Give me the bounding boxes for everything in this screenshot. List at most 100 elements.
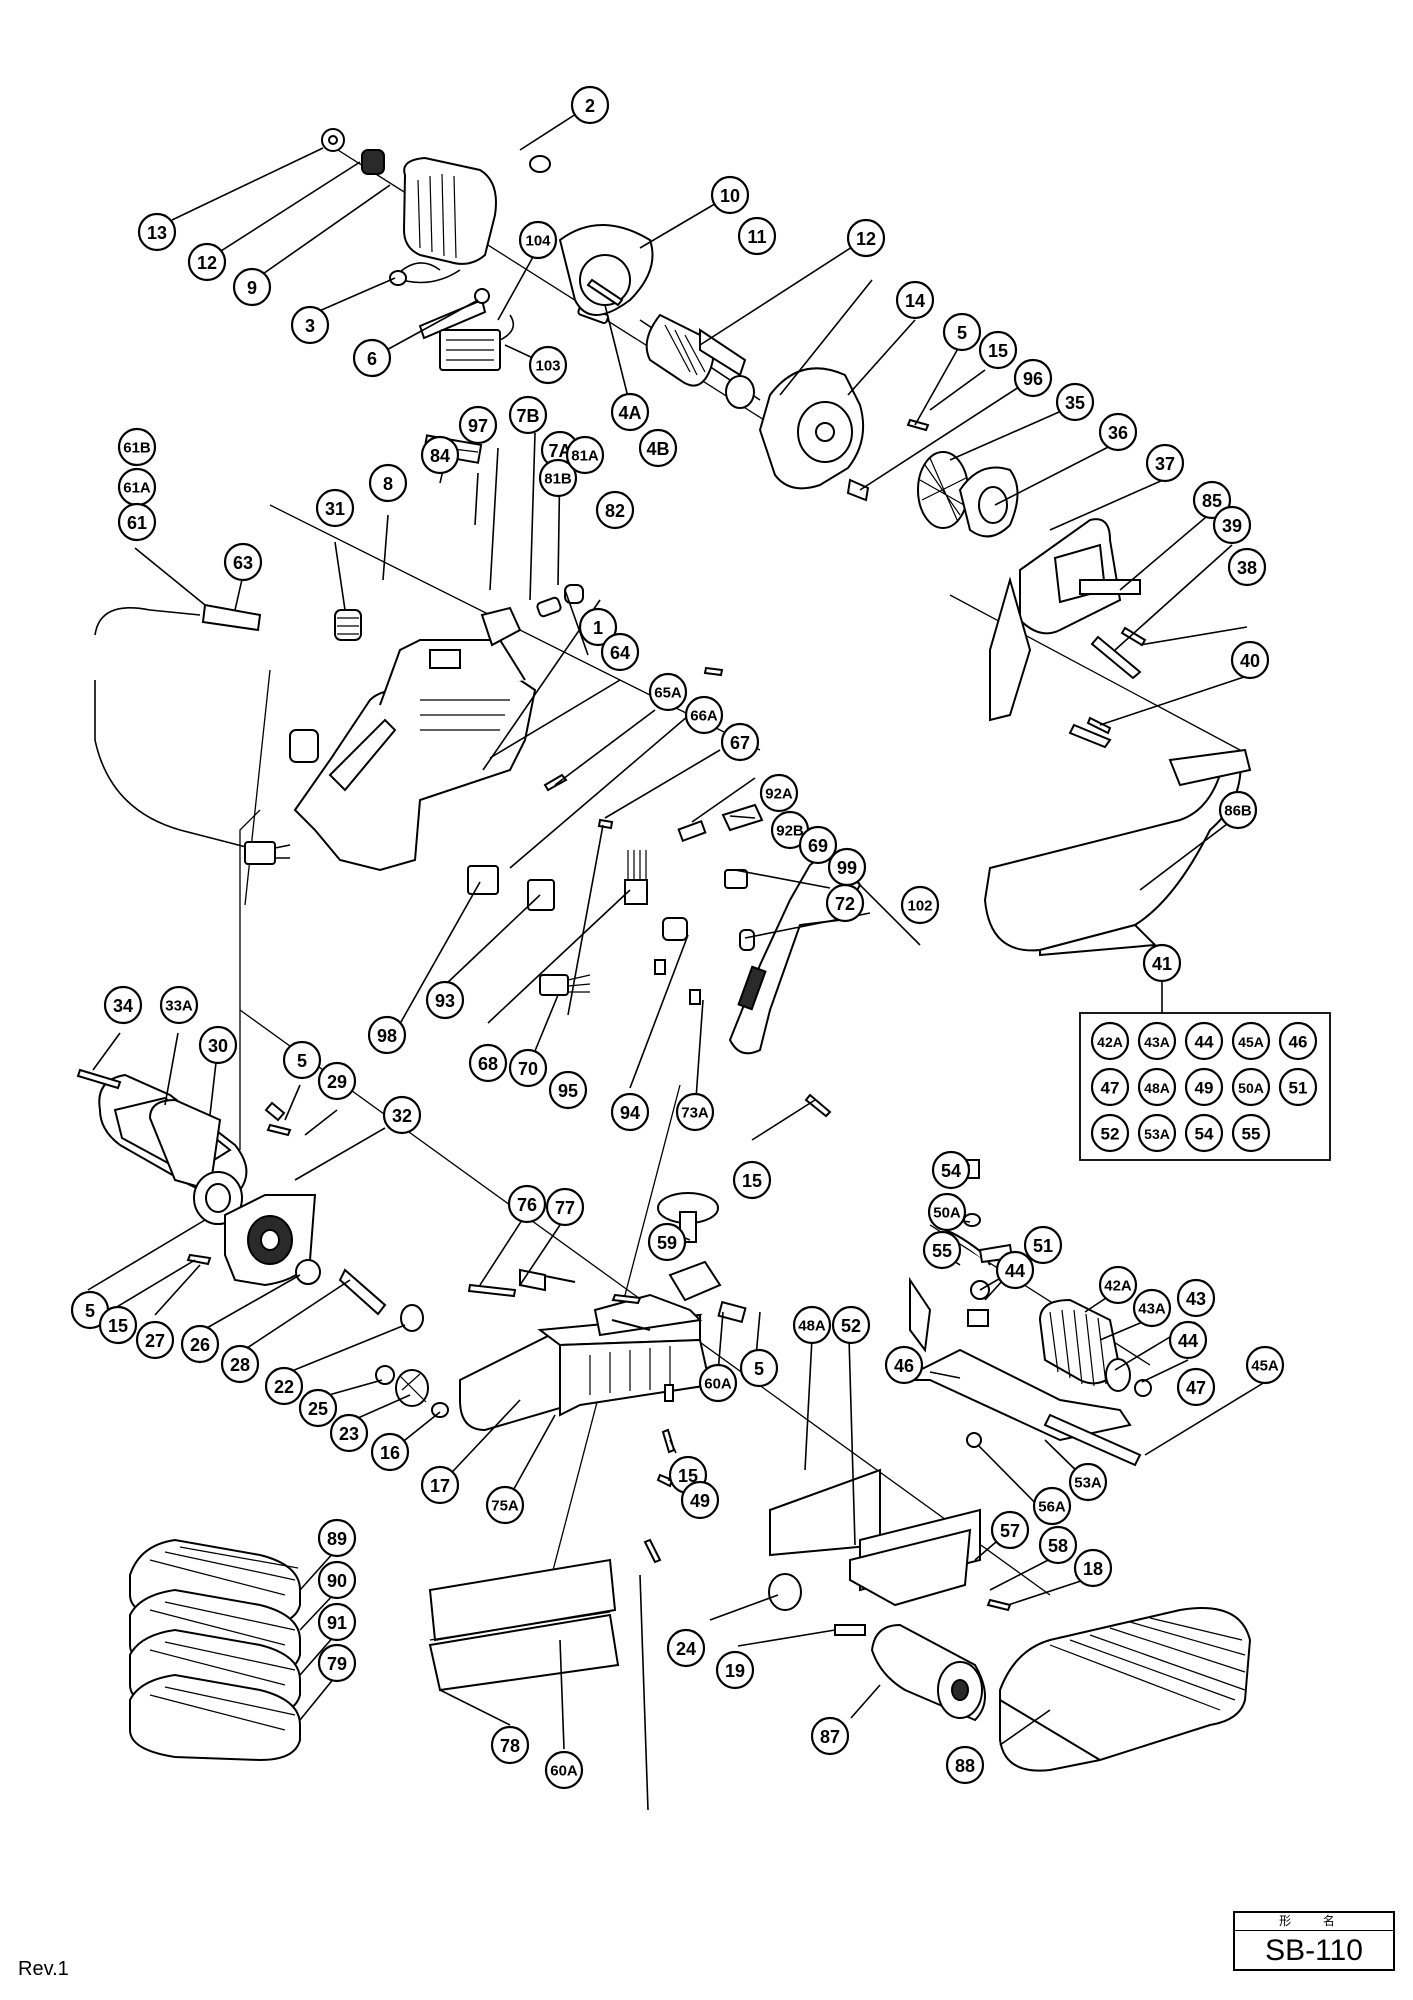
kit-item-label: 55: [1242, 1125, 1261, 1144]
callout-label: 26: [190, 1335, 210, 1355]
handle-housing-icon: [289, 434, 584, 872]
sanding-belt-icon: [129, 1538, 1252, 1772]
callout-31: 31: [315, 488, 355, 528]
callout-86B: 86B: [1218, 790, 1258, 830]
callout-label: 60A: [704, 1376, 732, 1393]
callout-label: 90: [327, 1571, 347, 1591]
kit-item-44: 44: [1184, 1021, 1224, 1061]
callout-label: 63: [233, 553, 253, 573]
callout-label: 55: [932, 1241, 952, 1261]
callout-10: 10: [710, 175, 750, 215]
callout-label: 70: [518, 1059, 538, 1079]
callout-59: 59: [647, 1222, 687, 1262]
callout-7B: 7B: [508, 395, 548, 435]
callout-32: 32: [382, 1095, 422, 1135]
callout-8: 8: [368, 463, 408, 503]
callout-35: 35: [1055, 382, 1095, 422]
callout-53A: 53A: [1068, 1462, 1108, 1502]
callout-label: 64: [610, 643, 630, 663]
callout-99: 99: [827, 847, 867, 887]
callout-61: 61: [117, 502, 157, 542]
callout-12: 12: [187, 242, 227, 282]
callout-label: 3: [305, 316, 315, 336]
callout-87: 87: [810, 1716, 850, 1756]
callout-42A: 42A: [1098, 1265, 1138, 1305]
callout-label: 73A: [681, 1105, 709, 1122]
motor-field-assembly-icon: [321, 128, 609, 371]
callout-label: 14: [905, 291, 925, 311]
callout-label: 47: [1186, 1378, 1206, 1398]
model-header-label: 形 名: [1235, 1913, 1393, 1931]
callout-label: 7A: [548, 441, 571, 461]
callout-label: 50A: [933, 1205, 961, 1222]
callout-label: 92B: [776, 823, 804, 840]
callout-61A: 61A: [117, 467, 157, 507]
kit-item-label: 48A: [1144, 1080, 1170, 1096]
callout-label: 61: [127, 513, 147, 533]
callout-103: 103: [528, 345, 568, 385]
callout-92A: 92A: [759, 773, 799, 813]
callout-44: 44: [1168, 1320, 1208, 1360]
callout-label: 34: [113, 996, 133, 1016]
callout-label: 37: [1155, 454, 1175, 474]
callout-46: 46: [884, 1345, 924, 1385]
callout-38: 38: [1227, 547, 1267, 587]
callout-34: 34: [103, 985, 143, 1025]
callout-label: 15: [988, 341, 1008, 361]
callout-89: 89: [317, 1518, 357, 1558]
parts-artwork: [76, 104, 1331, 1811]
belt-pulley-icon: [98, 1073, 449, 1418]
callout-5: 5: [739, 1348, 779, 1388]
callout-68: 68: [468, 1043, 508, 1083]
callout-82: 82: [595, 490, 635, 530]
callout-104: 104: [518, 220, 558, 260]
callout-label: 44: [1005, 1261, 1025, 1281]
callout-14: 14: [895, 280, 935, 320]
kit-item-43A: 43A: [1137, 1021, 1177, 1061]
callout-33A: 33A: [159, 985, 199, 1025]
callout-26: 26: [180, 1324, 220, 1364]
roller-icon: [899, 1159, 1152, 1467]
callout-label: 67: [730, 733, 750, 753]
callout-label: 79: [327, 1654, 347, 1674]
kit-item-48A: 48A: [1137, 1067, 1177, 1107]
callout-60A: 60A: [544, 1750, 584, 1790]
callout-label: 95: [558, 1081, 578, 1101]
callout-22: 22: [264, 1366, 304, 1406]
callout-label: 86B: [1224, 803, 1252, 820]
callout-44: 44: [995, 1250, 1035, 1290]
cord-and-plug-icon: [94, 603, 291, 865]
revision-label: Rev.1: [18, 1958, 69, 1980]
kit-item-55: 55: [1231, 1113, 1271, 1153]
callout-79: 79: [317, 1643, 357, 1683]
kit-item-label: 44: [1195, 1033, 1214, 1052]
end-bracket-icon: [758, 367, 870, 502]
callout-40: 40: [1230, 640, 1270, 680]
callout-41: 41: [1142, 943, 1182, 983]
callout-label: 24: [676, 1639, 696, 1659]
callout-label: 81B: [544, 471, 572, 488]
callout-label: 18: [1083, 1559, 1103, 1579]
callout-13: 13: [137, 212, 177, 252]
callout-label: 13: [147, 223, 167, 243]
callout-label: 30: [208, 1036, 228, 1056]
kit-item-53A: 53A: [1137, 1113, 1177, 1153]
callout-label: 40: [1240, 651, 1260, 671]
callout-label: 94: [620, 1103, 640, 1123]
callout-9: 9: [232, 267, 272, 307]
callout-label: 99: [837, 858, 857, 878]
callout-72: 72: [825, 883, 865, 923]
callout-label: 97: [468, 416, 488, 436]
callout-27: 27: [135, 1320, 175, 1360]
kit-item-47: 47: [1090, 1067, 1130, 1107]
callout-label: 23: [339, 1424, 359, 1444]
callout-78: 78: [490, 1725, 530, 1765]
callout-15: 15: [732, 1160, 772, 1200]
callout-43: 43: [1176, 1278, 1216, 1318]
callout-96: 96: [1013, 358, 1053, 398]
model-title-block: 形 名 SB-110: [1233, 1911, 1395, 1971]
kit-item-label: 46: [1289, 1033, 1308, 1052]
callout-label: 52: [841, 1316, 861, 1336]
callout-94: 94: [610, 1092, 650, 1132]
